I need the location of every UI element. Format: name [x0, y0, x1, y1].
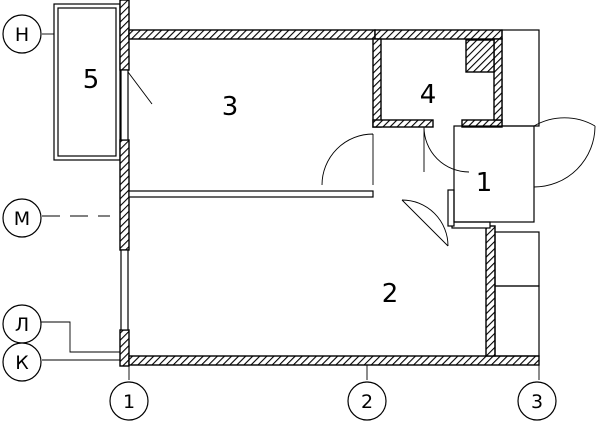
room-label-1: 1: [476, 168, 493, 198]
room-label-5: 5: [83, 65, 100, 95]
grid-lines: [40, 33, 540, 380]
axis-marker-l: Л: [2, 304, 42, 344]
axis-label-1: 1: [123, 391, 135, 413]
axis-label-k: К: [15, 352, 29, 374]
room-label-4: 4: [420, 80, 437, 110]
axis-label-2: 2: [361, 391, 373, 413]
axis-marker-n: Н: [2, 14, 42, 54]
axis-label-3: 3: [531, 391, 543, 413]
axis-marker-m: М: [2, 198, 42, 238]
axis-label-l: Л: [15, 314, 29, 336]
axis-marker-k: К: [2, 342, 42, 382]
balcony: [53, 3, 121, 161]
axis-marker-3: 3: [517, 381, 557, 421]
axis-label-m: М: [14, 208, 30, 230]
axis-label-n: Н: [15, 24, 29, 46]
interior-walls: [128, 38, 540, 357]
doors: [127, 71, 596, 247]
room-label-3: 3: [222, 92, 239, 122]
axis-marker-2: 2: [347, 381, 387, 421]
room-label-2: 2: [382, 279, 399, 309]
axis-marker-1: 1: [109, 381, 149, 421]
